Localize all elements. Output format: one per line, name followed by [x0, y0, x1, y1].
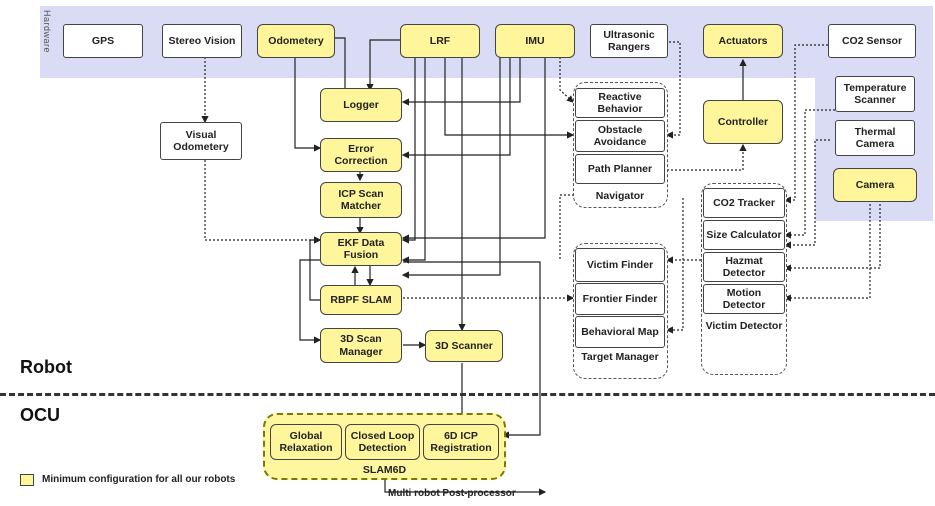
error-correction-box: Error Correction: [320, 138, 402, 172]
robot-section-label: Robot: [20, 357, 72, 377]
temperature-scanner-box: Temperature Scanner: [835, 76, 915, 112]
gps-box: GPS: [63, 24, 143, 58]
lrf-box: LRF: [400, 24, 480, 58]
visual-odometry-box: Visual Odometery: [160, 122, 242, 160]
legend-text: Minimum configuration for all our robots: [42, 474, 236, 485]
odometry-box: Odometery: [257, 24, 335, 58]
ultrasonic-box: Ultrasonic Rangers: [590, 24, 668, 58]
scan-manager-box: 3D Scan Manager: [320, 328, 402, 363]
controller-box: Controller: [703, 100, 783, 144]
actuators-box: Actuators: [703, 24, 783, 58]
motion-detector-box: Motion Detector: [703, 284, 785, 314]
hardware-label: Hardware: [42, 10, 52, 54]
closed-loop-detection-box: Closed Loop Detection: [345, 424, 420, 460]
obstacle-avoidance-box: Obstacle Avoidance: [575, 120, 665, 152]
co2-sensor-box: CO2 Sensor: [828, 24, 916, 58]
robot-ocu-divider: [0, 393, 935, 396]
navigator-label: Navigator: [595, 190, 645, 202]
camera-box: Camera: [833, 168, 917, 202]
post-processor-label: Multi robot Post-processor: [388, 488, 516, 499]
thermal-camera-box: Thermal Camera: [835, 120, 915, 156]
3d-scanner-box: 3D Scanner: [425, 330, 503, 362]
imu-box: IMU: [495, 24, 575, 58]
global-relaxation-box: Global Relaxation: [270, 424, 342, 460]
legend-swatch: [20, 474, 34, 486]
size-calculator-box: Size Calculator: [703, 220, 785, 250]
slam6d-label: SLAM6D: [362, 464, 407, 476]
reactive-behavior-box: Reactive Behavior: [575, 88, 665, 118]
ocu-section-label: OCU: [20, 405, 60, 425]
frontier-finder-box: Frontier Finder: [575, 283, 665, 315]
victim-detector-label: Victim Detector: [705, 320, 783, 332]
behavioral-map-box: Behavioral Map: [575, 316, 665, 348]
stereo-vision-box: Stereo Vision: [162, 24, 242, 58]
icp-scan-matcher-box: ICP Scan Matcher: [320, 182, 402, 218]
co2-tracker-box: CO2 Tracker: [703, 188, 785, 218]
victim-finder-box: Victim Finder: [575, 248, 665, 282]
rbpf-slam-box: RBPF SLAM: [320, 285, 402, 315]
hazmat-detector-box: Hazmat Detector: [703, 252, 785, 282]
target-manager-label: Target Manager: [581, 351, 659, 363]
6d-icp-registration-box: 6D ICP Registration: [423, 424, 499, 460]
logger-box: Logger: [320, 88, 402, 122]
ekf-data-fusion-box: EKF Data Fusion: [320, 232, 402, 266]
path-planner-box: Path Planner: [575, 154, 665, 184]
